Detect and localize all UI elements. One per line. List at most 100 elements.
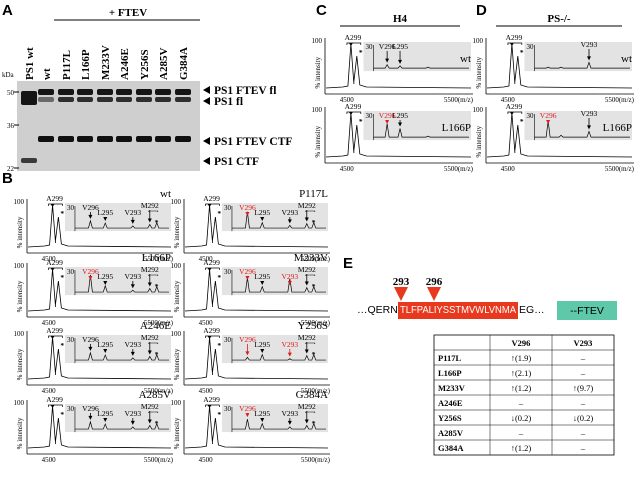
x-tick-5500: 5500(m/z) [301,319,331,327]
band-fl [116,97,132,102]
band-ctf [21,158,37,163]
a299-arrow [50,405,55,408]
spectrum-name-wt: wt [160,188,171,200]
x-tick-4500: 4500 [42,456,57,464]
a299-star: * [217,273,221,282]
peak-arrow-head [147,350,152,355]
band-ftev-ctf [58,136,74,142]
peak-arrow-head [304,349,309,354]
peak-label-v293: V293 [281,272,298,281]
table-cell: A246E [438,398,463,408]
peak-arrow-head [88,214,93,219]
y-axis-label: % intensity [16,216,24,248]
main-trace [486,43,633,89]
lane-label-m233v: M233V [100,45,112,80]
lane-label-y256s: Y256S [139,49,151,80]
table-cell: – [580,368,586,378]
x-tick-4500: 4500 [199,456,214,464]
peak-arrow-head [260,217,265,221]
peak-label-m292: M292 [141,201,159,210]
peak-label-v293: V293 [124,340,141,349]
a299-star: * [60,410,64,419]
sequence-prefix: …QERNE [357,304,405,316]
position-293-label: 293 [393,276,410,288]
spectrum-name-g384a: G384A [296,389,328,401]
inset-y-max: 30 [526,112,534,120]
peak-label-l295: L295 [254,409,270,418]
peak-label-m292: M292 [298,265,316,274]
spectrum-name-wt: wt [621,53,632,65]
peak-label-v296: V296 [239,203,256,212]
band-ftev-ctf [155,136,171,142]
panel-label-e: E [343,255,353,272]
x-tick-4500: 4500 [42,319,57,327]
zoom-inset [221,335,328,364]
ftev-tag-box [557,301,617,320]
zoom-inset [221,404,328,433]
band-ftev-ctf [97,136,113,142]
mw-marker-36: 36 [7,122,15,130]
y-axis-label: % intensity [314,125,322,157]
peak-arrow-head [103,349,108,354]
a299-arrow [207,268,212,271]
blot-bands [21,89,191,163]
band-fl [175,97,191,102]
table-cell: ↑(9.7) [573,383,594,393]
m292-star: * [312,350,316,359]
peak-label-l295: L295 [97,272,113,281]
peak-arrow-head [130,284,135,289]
m292-star: * [155,218,159,227]
spectrum-name-l166p: L166P [603,122,632,134]
peak-label-v293: V293 [581,109,598,118]
x-tick-5500: 5500(m/z) [301,387,331,395]
peak-arrow-head [103,217,108,222]
band-ftev-fl [136,89,152,95]
a299-star: * [217,209,221,218]
m292-star: * [155,419,159,428]
m292-bracket [148,210,159,212]
spectrum-name-l166p: L166P [442,122,471,134]
inset-trace [373,63,469,69]
y-max-label: 100 [14,198,25,206]
x-tick-5500: 5500(m/z) [144,456,174,464]
x-tick-4500: 4500 [199,319,214,327]
peak-arrow-head [287,352,292,357]
peak-label-m292: M292 [298,201,316,210]
a299-bracket [346,42,362,45]
peak-label-v296: V296 [82,404,99,413]
inset-y-max: 30 [67,336,75,344]
x-tick-4500: 4500 [42,255,57,263]
y-axis-label: % intensity [173,348,181,380]
a299-star: * [520,117,524,126]
main-trace [325,43,472,89]
a299-bracket [48,404,63,407]
inset-y-max: 30 [526,43,534,51]
position-293-marker [394,287,408,301]
y-axis-label: % intensity [173,417,181,449]
ftev-group-label: + FTEV [109,7,147,19]
peak-label-v296: V296 [239,267,256,276]
table-header-cell: V293 [574,338,593,348]
band-ftev-ctf [77,136,93,142]
lane-label-g384a: G384A [178,47,190,80]
peak-arrow-head [586,125,591,130]
a299-star: * [60,341,64,350]
y-max-label: 100 [171,399,182,407]
table-cell: P117L [438,353,461,363]
x-tick-5500: 5500(m/z) [301,456,331,464]
band-ftev-fl [77,89,93,95]
a299-arrow [509,43,514,46]
table-cell: – [580,428,586,438]
band-label-0: PS1 FTEV fl [214,85,276,97]
inset-y-max: 30 [67,268,75,276]
a299-arrow [50,204,55,207]
inset-trace [231,211,326,229]
band-ftev-fl [175,89,191,95]
x-tick-5500: 5500(m/z) [444,165,474,173]
